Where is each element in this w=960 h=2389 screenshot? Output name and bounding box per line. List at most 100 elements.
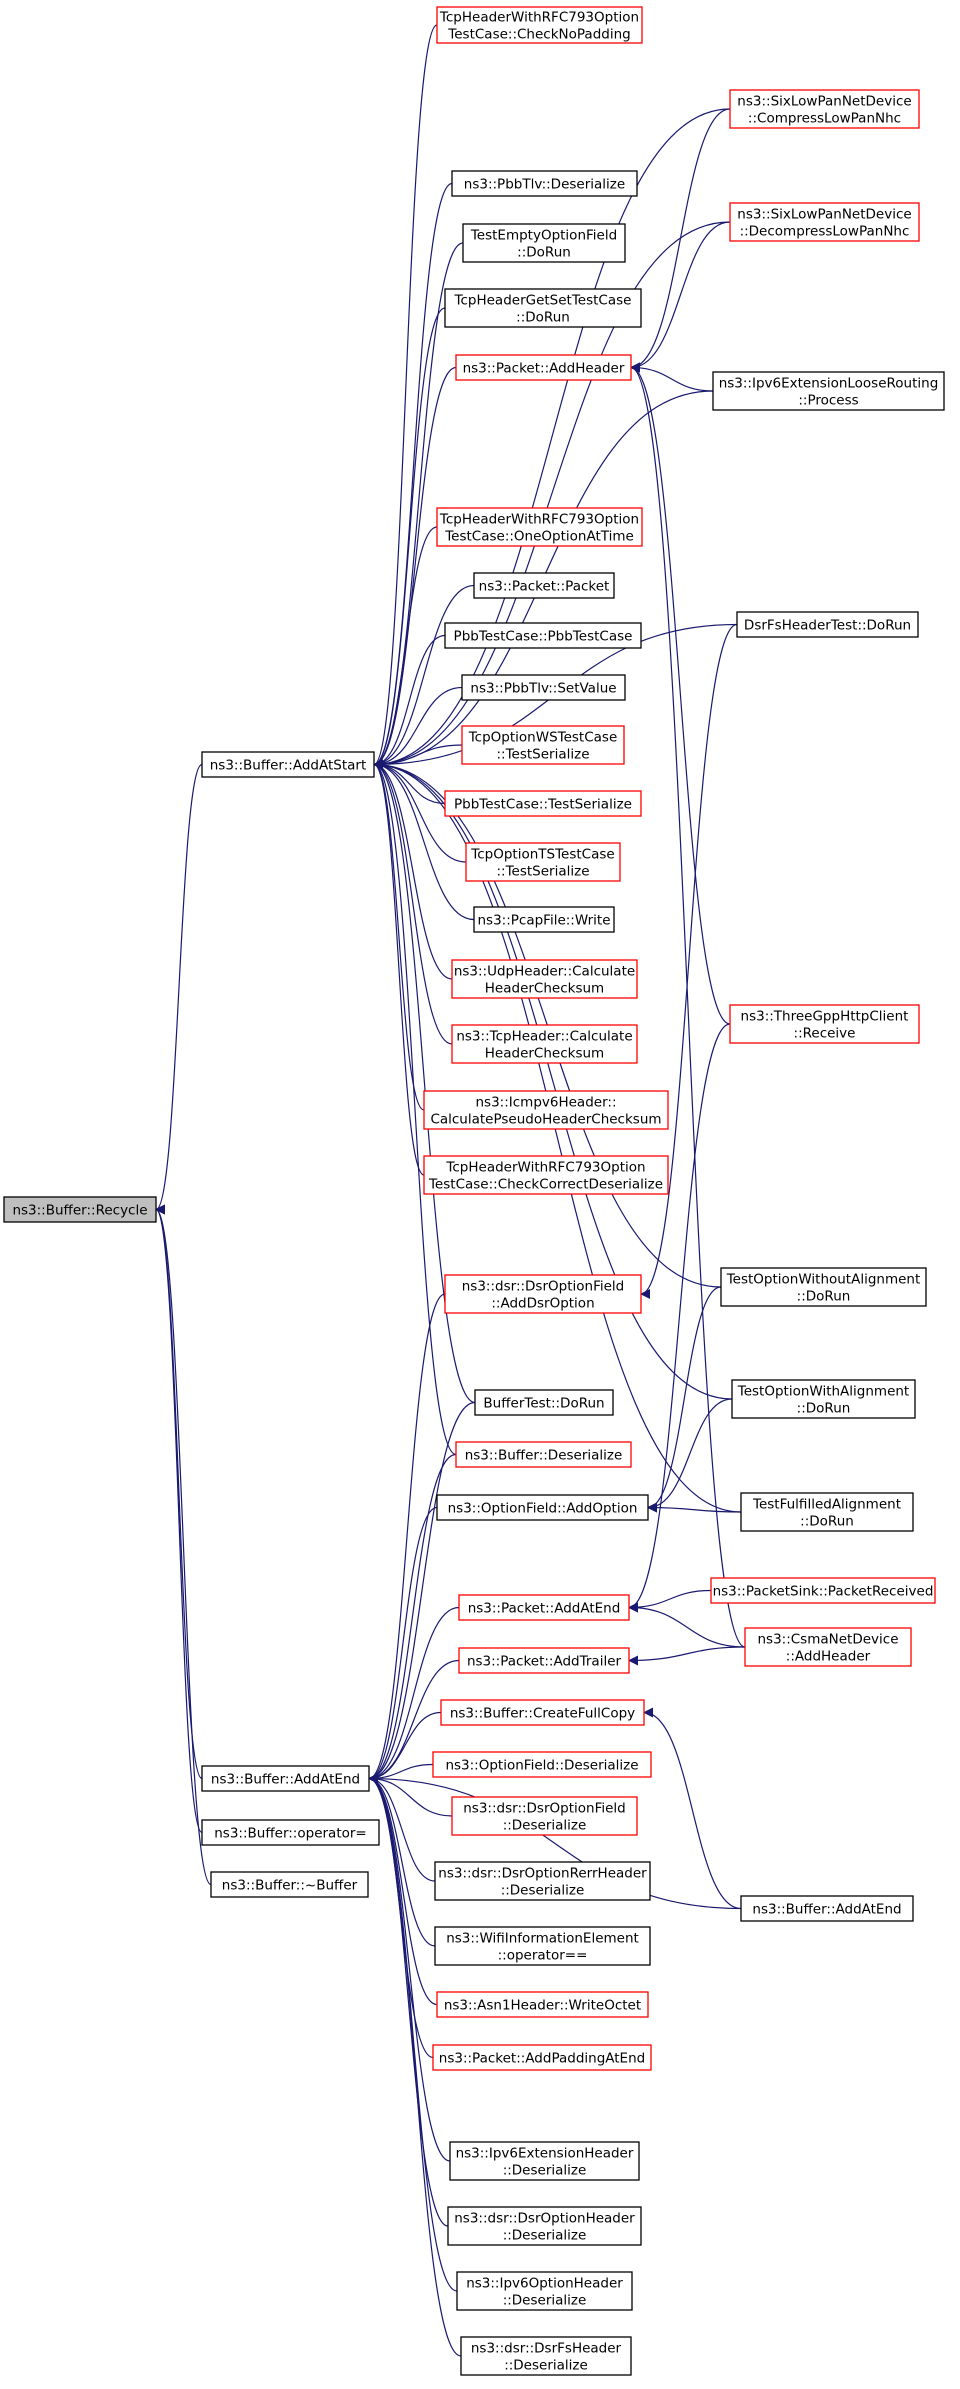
- node-bufAddAtEnd2[interactable]: ns3::Buffer::AddAtEnd: [740, 1895, 914, 1922]
- node-label: TcpOptionTSTestCase: [470, 847, 614, 863]
- edge-dsrAddOpt-to-addAtEnd: [368, 1293, 446, 1784]
- node-label: TestCase::OneOptionAtTime: [444, 529, 634, 545]
- node-tcpNoPad[interactable]: TcpHeaderWithRFC793OptionTestCase::Check…: [436, 6, 643, 44]
- node-label: ::DoRun: [797, 1401, 851, 1417]
- node-label: HeaderChecksum: [485, 981, 604, 997]
- node-label: ns3::ThreeGppHttpClient: [741, 1009, 909, 1025]
- node-dsrOptFieldDeser[interactable]: ns3::dsr::DsrOptionField::Deserialize: [451, 1796, 638, 1836]
- edge-sixCompress-to-addAtStart: [373, 108, 731, 770]
- node-tcpWSSer[interactable]: TcpOptionWSTestCase::TestSerialize: [461, 725, 625, 765]
- node-label: ::Deserialize: [503, 2293, 587, 2309]
- node-box: [456, 2271, 633, 2311]
- node-addAtStart[interactable]: ns3::Buffer::AddAtStart: [201, 751, 375, 778]
- node-box: [451, 170, 638, 197]
- node-label: ns3::Ipv6OptionHeader: [466, 2276, 623, 2292]
- node-box: [451, 1024, 638, 1064]
- node-label: HeaderChecksum: [485, 1046, 604, 1062]
- node-csmaAddHdr[interactable]: ns3::CsmaNetDevice::AddHeader: [744, 1627, 912, 1667]
- edge-pktPacket-to-addAtStart: [373, 584, 475, 770]
- node-box: [201, 751, 375, 778]
- edge-asn1Write-to-addAtEnd: [368, 1773, 438, 2006]
- node-dtor[interactable]: ns3::Buffer::~Buffer: [210, 1871, 369, 1898]
- node-pbbTestSer[interactable]: PbbTestCase::TestSerialize: [444, 790, 642, 817]
- node-testEmptyOpt[interactable]: TestEmptyOptionField::DoRun: [462, 223, 626, 263]
- node-box: [447, 2206, 642, 2246]
- edge-csmaAddHdr-to-pktAddAtEnd: [628, 1602, 746, 1648]
- node-label: ::AddDsrOption: [491, 1296, 594, 1312]
- node-label: ns3::Asn1Header::WriteOctet: [444, 1998, 641, 2014]
- node-box: [710, 1577, 936, 1604]
- node-pbbTlvSetValue[interactable]: ns3::PbbTlv::SetValue: [461, 674, 626, 701]
- node-label: ns3::dsr::DsrOptionField: [463, 1801, 625, 1817]
- node-box: [444, 622, 642, 649]
- node-pbbTlvDeser[interactable]: ns3::PbbTlv::Deserialize: [451, 170, 638, 197]
- node-dsrRerrDeser[interactable]: ns3::dsr::DsrOptionRerrHeader::Deseriali…: [434, 1861, 651, 1901]
- node-ipv6OptDeser[interactable]: ns3::Ipv6OptionHeader::Deserialize: [456, 2271, 633, 2311]
- node-label: ns3::dsr::DsrOptionField: [462, 1279, 624, 1295]
- node-ipv6ExtDeser[interactable]: ns3::Ipv6ExtensionHeader::Deserialize: [449, 2141, 640, 2181]
- node-box: [444, 288, 642, 328]
- node-opAssign[interactable]: ns3::Buffer::operator=: [201, 1819, 380, 1846]
- node-dsrFsTest[interactable]: DsrFsHeaderTest::DoRun: [736, 611, 919, 638]
- node-pktAddAtEnd[interactable]: ns3::Packet::AddAtEnd: [458, 1594, 630, 1621]
- edge-threeGpp-to-pktAddHeader: [630, 362, 731, 1025]
- edge-bufDeser-to-addAtStart: [373, 759, 457, 1456]
- node-label: TcpHeaderGetSetTestCase: [454, 293, 632, 309]
- node-box: [461, 674, 626, 701]
- node-box: [460, 2336, 632, 2376]
- node-pktSink[interactable]: ns3::PacketSink::PacketReceived: [710, 1577, 936, 1604]
- node-tcpOneOpt[interactable]: TcpHeaderWithRFC793OptionTestCase::OneOp…: [436, 507, 643, 547]
- node-box: [432, 2044, 652, 2071]
- node-label: ::Deserialize: [503, 2163, 587, 2179]
- node-bufTestRun[interactable]: BufferTest::DoRun: [474, 1389, 614, 1416]
- node-optDeser[interactable]: ns3::OptionField::Deserialize: [432, 1751, 652, 1778]
- node-tcpTSSer[interactable]: TcpOptionTSTestCase::TestSerialize: [465, 842, 621, 882]
- node-bufDeser[interactable]: ns3::Buffer::Deserialize: [455, 1441, 632, 1468]
- node-icmpCsum[interactable]: ns3::Icmpv6Header::CalculatePseudoHeader…: [423, 1090, 669, 1130]
- node-label: ns3::UdpHeader::Calculate: [454, 964, 635, 980]
- node-box: [736, 611, 919, 638]
- edge-tcpOneOpt-to-addAtStart: [373, 526, 438, 770]
- node-testOptWith[interactable]: TestOptionWithAlignment::DoRun: [731, 1379, 916, 1419]
- node-pbbTestCase[interactable]: PbbTestCase::PbbTestCase: [444, 622, 642, 649]
- node-sixDecompress[interactable]: ns3::SixLowPanNetDevice::DecompressLowPa…: [729, 202, 920, 242]
- node-box: [465, 842, 621, 882]
- node-box: [744, 1627, 912, 1667]
- node-optAddOpt[interactable]: ns3::OptionField::AddOption: [436, 1494, 649, 1521]
- node-pcapWrite[interactable]: ns3::PcapFile::Write: [473, 906, 615, 933]
- node-box: [451, 1796, 638, 1836]
- node-label: ::CompressLowPanNhc: [748, 111, 901, 127]
- node-dsrFsDeser[interactable]: ns3::dsr::DsrFsHeader::Deserialize: [460, 2336, 632, 2376]
- edge-tcpNoPad-to-addAtStart: [373, 24, 438, 770]
- node-box: [423, 1090, 669, 1130]
- node-label: ns3::Packet::AddPaddingAtEnd: [439, 2051, 645, 2067]
- edge-tcpTSSer-to-addAtStart: [373, 759, 467, 863]
- node-dsrOptHdrDeser[interactable]: ns3::dsr::DsrOptionHeader::Deserialize: [447, 2206, 642, 2246]
- node-label: ::operator==: [498, 1948, 588, 1964]
- node-wifiInfoEq[interactable]: ns3::WifiInformationElement::operator==: [434, 1926, 651, 1966]
- node-label: ns3::Buffer::Recycle: [12, 1203, 147, 1219]
- edge-testFulfilled-to-optAddOpt: [647, 1502, 742, 1513]
- node-box: [729, 1004, 920, 1044]
- node-dsrAddOpt[interactable]: ns3::dsr::DsrOptionField::AddDsrOption: [444, 1274, 642, 1314]
- node-testOptWithout[interactable]: TestOptionWithoutAlignment::DoRun: [720, 1267, 927, 1307]
- node-testFulfilled[interactable]: TestFulfilledAlignment::DoRun: [740, 1492, 914, 1532]
- node-ipv6Loose[interactable]: ns3::Ipv6ExtensionLooseRouting::Process: [712, 371, 945, 411]
- node-addAtEnd[interactable]: ns3::Buffer::AddAtEnd: [201, 1765, 370, 1792]
- node-bufFullCopy[interactable]: ns3::Buffer::CreateFullCopy: [440, 1699, 645, 1726]
- node-tcpGetSet[interactable]: TcpHeaderGetSetTestCase::DoRun: [444, 288, 642, 328]
- node-pktPadEnd[interactable]: ns3::Packet::AddPaddingAtEnd: [432, 2044, 652, 2071]
- node-asn1Write[interactable]: ns3::Asn1Header::WriteOctet: [436, 1991, 649, 2018]
- node-label: ns3::TcpHeader::Calculate: [456, 1029, 632, 1045]
- edge-pktSink-to-pktAddAtEnd: [628, 1589, 712, 1613]
- node-tcpCorrect[interactable]: TcpHeaderWithRFC793OptionTestCase::Check…: [423, 1155, 669, 1195]
- node-pktAddHeader[interactable]: ns3::Packet::AddHeader: [455, 354, 632, 381]
- node-pktAddTrailer[interactable]: ns3::Packet::AddTrailer: [458, 1647, 630, 1674]
- node-threeGpp[interactable]: ns3::ThreeGppHttpClient::Receive: [729, 1004, 920, 1044]
- node-sixCompress[interactable]: ns3::SixLowPanNetDevice::CompressLowPanN…: [729, 89, 920, 129]
- node-label: ns3::Packet::AddTrailer: [467, 1654, 622, 1670]
- node-layer: ns3::Buffer::Recycle ns3::Buffer::AddAtSt…: [3, 6, 945, 2376]
- node-pktPacket[interactable]: ns3::Packet::Packet: [473, 572, 615, 599]
